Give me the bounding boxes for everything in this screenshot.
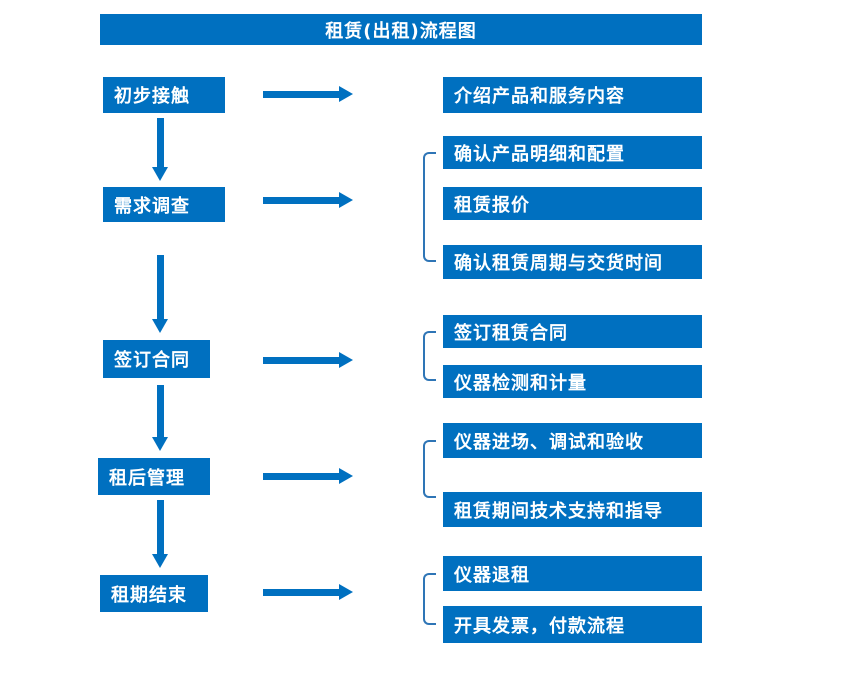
detail-box-sign-rental-contract: 签订租赁合同	[443, 315, 702, 348]
step-box-demand-survey: 需求调查	[103, 187, 225, 222]
step-box-post-rental: 租后管理	[98, 458, 210, 495]
group-bracket	[423, 440, 436, 498]
group-bracket	[423, 331, 436, 381]
right-arrow-icon	[263, 352, 353, 368]
detail-box-confirm-period: 确认租赁周期与交货时间	[443, 245, 702, 279]
step-box-lease-end: 租期结束	[100, 575, 208, 612]
right-arrow-icon	[263, 86, 353, 102]
detail-box-instrument-testing: 仪器检测和计量	[443, 365, 702, 398]
detail-box-confirm-product-spec: 确认产品明细和配置	[443, 136, 702, 169]
detail-box-introduce-products: 介绍产品和服务内容	[443, 77, 702, 113]
down-arrow-icon	[152, 385, 168, 451]
detail-box-tech-support: 租赁期间技术支持和指导	[443, 492, 702, 527]
group-bracket	[423, 152, 436, 262]
flowchart-title: 租赁(出租)流程图	[100, 14, 702, 45]
right-arrow-icon	[263, 584, 353, 600]
right-arrow-icon	[263, 192, 353, 208]
detail-box-instrument-setup: 仪器进场、调试和验收	[443, 423, 702, 458]
step-box-initial-contact: 初步接触	[103, 77, 225, 113]
down-arrow-icon	[152, 255, 168, 333]
group-bracket	[423, 573, 436, 625]
detail-box-rental-quotation: 租赁报价	[443, 187, 702, 220]
detail-box-invoice-payment: 开具发票，付款流程	[443, 606, 702, 643]
right-arrow-icon	[263, 468, 353, 484]
down-arrow-icon	[152, 500, 168, 568]
down-arrow-icon	[152, 118, 168, 181]
detail-box-instrument-return: 仪器退租	[443, 556, 702, 591]
step-box-sign-contract: 签订合同	[103, 340, 210, 378]
